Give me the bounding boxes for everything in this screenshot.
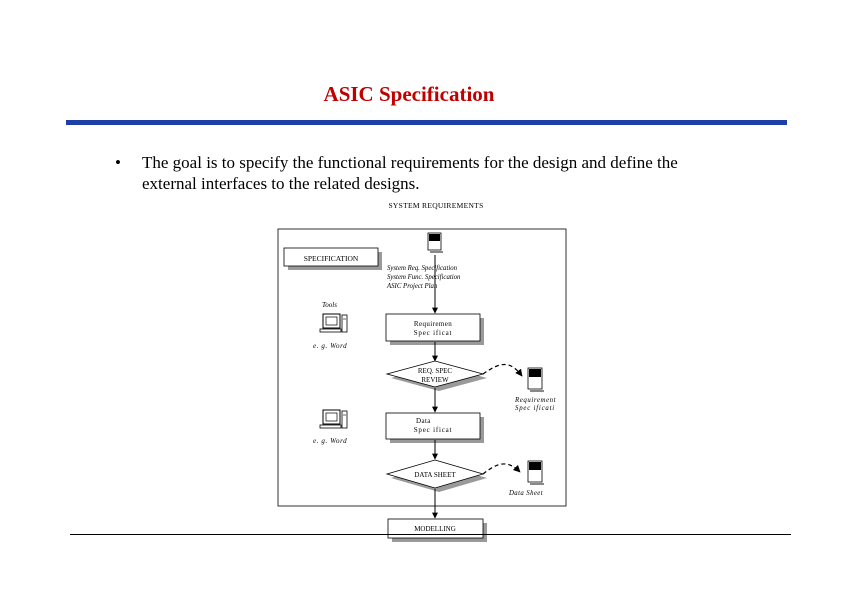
- modelling-label: MODELLING: [414, 525, 456, 533]
- bullet-dot: •: [115, 153, 121, 172]
- review-output-arrow: [482, 363, 523, 377]
- requirements-spec-line2: Spec ificat: [414, 329, 453, 337]
- data-spec-line2: Spec ificat: [414, 426, 453, 434]
- review-line2: REVIEW: [421, 376, 449, 384]
- title-divider: [66, 120, 787, 125]
- system-requirements-label: SYSTEM REQUIREMENTS: [388, 201, 483, 210]
- input-doc-3: ASIC Project Plan: [386, 283, 438, 290]
- page-title-text: ASIC Specification: [323, 82, 495, 106]
- requirements-spec-box: [385, 313, 484, 345]
- bullet-point: • The goal is to specify the functional …: [115, 152, 715, 194]
- data-sheet-decision-label: DATA SHEET: [414, 471, 456, 479]
- tool-example-2: e. g. Word: [313, 437, 347, 445]
- document-icon: [427, 232, 443, 253]
- data-sheet-output-label: Data Sheet: [508, 490, 544, 497]
- document-icon: [527, 367, 544, 392]
- data-sheet-output-arrow: [482, 463, 521, 475]
- tools-label: Tools: [322, 301, 337, 309]
- bottom-divider: [70, 534, 791, 535]
- review-decision: [385, 360, 487, 391]
- input-doc-1: System Req. Specification: [387, 265, 458, 272]
- input-doc-2: System Func. Specification: [387, 274, 461, 281]
- requirement-output-line2: Spec ificati: [515, 405, 555, 412]
- modelling-box: [387, 518, 487, 542]
- specification-label: SPECIFICATION: [304, 254, 359, 263]
- review-line1: REQ. SPEC: [418, 367, 453, 375]
- bullet-text: The goal is to specify the functional re…: [142, 153, 678, 193]
- specification-box: [283, 247, 382, 270]
- computer-icon: [319, 409, 348, 429]
- data-spec-line1: Data: [416, 417, 431, 425]
- flow-frame: [277, 228, 567, 507]
- requirement-output-line1: Requirement: [514, 397, 557, 404]
- page-title: ASIC Specification: [0, 82, 842, 107]
- document-icon: [527, 460, 544, 485]
- computer-icon: [319, 313, 348, 333]
- data-sheet-decision: [385, 459, 487, 492]
- requirements-spec-line1: Requiremen: [414, 320, 452, 328]
- data-spec-box: [385, 412, 484, 443]
- tool-example-1: e. g. Word: [313, 342, 347, 350]
